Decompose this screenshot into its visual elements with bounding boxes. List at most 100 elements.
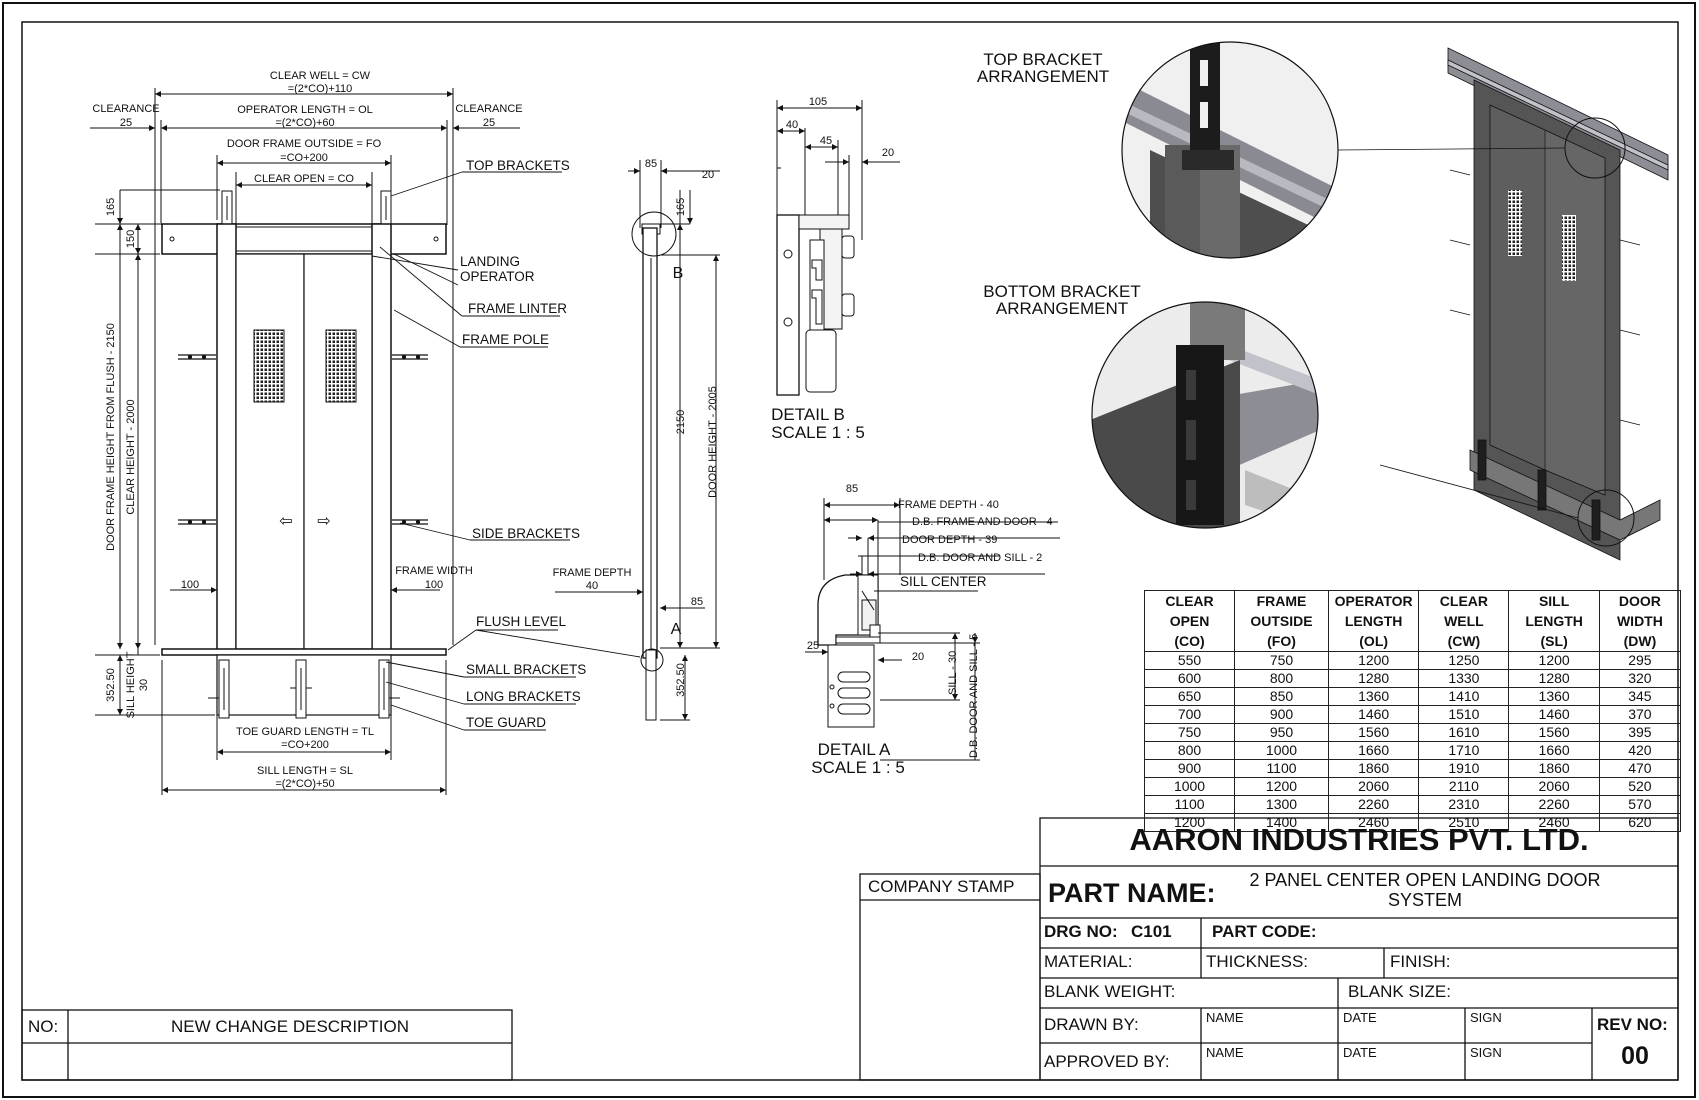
callout-long-brackets: LONG BRACKETS: [466, 689, 581, 704]
bottom-bracket-label-1: BOTTOM BRACKET: [983, 282, 1140, 301]
revision-no-label: NO:: [28, 1017, 59, 1036]
title-block-frame: [21, 817, 1679, 1081]
side-view: [555, 160, 720, 721]
bottom-bracket-detail-view: [1091, 301, 1319, 529]
callout-frame-pole: FRAME POLE: [462, 332, 549, 347]
detail-b: [776, 100, 900, 396]
iso-labels: TOP BRACKET ARRANGEMENT BOTTOM BRACKET A…: [977, 50, 1141, 318]
toe-guard-length-formula: =CO+200: [281, 739, 329, 751]
detail-b-dim-45: 45: [820, 135, 832, 147]
approved-sign-label: SIGN: [1470, 1045, 1502, 1060]
sill-length-formula: =(2*CO)+50: [275, 778, 334, 790]
top-bracket-detail-view: [1121, 41, 1339, 259]
detail-a-sill-center: SILL CENTER: [900, 574, 987, 589]
part-name-value-1: 2 PANEL CENTER OPEN LANDING DOOR: [1249, 870, 1601, 890]
callout-top-brackets: TOP BRACKETS: [466, 158, 570, 173]
door-frame-height-label: DOOR FRAME HEIGHT FROM FLUSH - 2150: [105, 323, 117, 551]
arrow-left-icon: ⇦: [279, 513, 292, 530]
detail-a-dim-25: 25: [807, 640, 819, 652]
side-dim-2150: 2150: [675, 410, 687, 434]
material-label: MATERIAL:: [1044, 952, 1133, 971]
detail-a: [805, 498, 1060, 761]
blank-weight-label: BLANK WEIGHT:: [1044, 982, 1176, 1001]
side-dim-85-bottom: 85: [691, 596, 703, 608]
detail-a-db-door-sill-5: D.B. DOOR AND SILL - 5: [968, 634, 980, 758]
drawn-sign-label: SIGN: [1470, 1010, 1502, 1025]
clear-height-label: CLEAR HEIGHT - 2000: [125, 399, 137, 514]
approved-by-label: APPROVED BY:: [1044, 1052, 1170, 1071]
side-door-height: DOOR HEIGHT - 2005: [707, 386, 719, 498]
side-frame-depth-value: 40: [586, 580, 598, 592]
frame-width-value: 100: [425, 579, 443, 591]
detail-a-db-door-sill: D.B. DOOR AND SILL - 2: [918, 552, 1042, 564]
part-name-label: PART NAME:: [1048, 878, 1216, 908]
side-dim-165: 165: [675, 198, 687, 216]
detail-a-title: DETAIL A: [818, 740, 891, 759]
frame-width-label: FRAME WIDTH: [395, 565, 473, 577]
table-header-co: CLEAR OPEN(CO): [1143, 590, 1236, 652]
detail-a-scale: SCALE 1 : 5: [811, 758, 905, 777]
detail-b-scale: SCALE 1 : 5: [771, 423, 865, 442]
drg-no-label: DRG NO:: [1044, 922, 1118, 941]
callout-labels: TOP BRACKETS LANDING OPERATOR FRAME LINT…: [460, 158, 586, 730]
section-label-a: A: [671, 621, 682, 638]
callout-flush-level: FLUSH LEVEL: [476, 614, 567, 629]
company-name: AARON INDUSTRIES PVT. LTD.: [1129, 822, 1589, 857]
clear-well-label: CLEAR WELL = CW: [270, 70, 371, 82]
rev-no-label: REV NO:: [1597, 1015, 1668, 1034]
table-header-cw: CLEAR WELL(CW): [1418, 590, 1510, 652]
detail-a-dimensions: 85 FRAME DEPTH - 40 D.B. FRAME AND DOOR …: [807, 483, 1053, 758]
dim-100-left: 100: [181, 579, 199, 591]
part-code-label: PART CODE:: [1212, 922, 1317, 941]
side-dim-85-top: 85: [645, 158, 657, 170]
detail-a-frame-depth: FRAME DEPTH - 40: [898, 499, 999, 511]
dim-352-front: 352.50: [105, 668, 117, 702]
detail-b-title: DETAIL B: [771, 405, 845, 424]
thickness-label: THICKNESS:: [1206, 952, 1309, 971]
callout-small-brackets: SMALL BRACKETS: [466, 662, 586, 677]
dim-165-front: 165: [105, 198, 117, 216]
approved-date-label: DATE: [1343, 1045, 1377, 1060]
rev-no-value: 00: [1621, 1042, 1649, 1070]
callout-leaders: [371, 171, 641, 731]
inner-border: [21, 21, 1679, 1081]
front-view-dimensions: CLEAR WELL = CW =(2*CO)+110 CLEARANCE 25…: [92, 70, 522, 790]
sill-height-value: 30: [138, 679, 150, 691]
detail-b-dim-20: 20: [882, 147, 894, 159]
callout-landing-operator-2: OPERATOR: [460, 269, 535, 284]
door-frame-outside-formula: =CO+200: [280, 152, 328, 164]
drawn-date-label: DATE: [1343, 1010, 1377, 1025]
clearance-right-value: 25: [483, 117, 495, 129]
detail-a-dim-85: 85: [846, 483, 858, 495]
sill-height-label: SILL HEIGHT: [125, 651, 137, 718]
side-dim-20-top: 20: [702, 169, 714, 181]
door-frame-outside-label: DOOR FRAME OUTSIDE = FO: [227, 138, 382, 150]
revision-description-label: NEW CHANGE DESCRIPTION: [170, 1017, 410, 1036]
table-header-sl: SILL LENGTH(SL): [1508, 590, 1600, 652]
blank-size-label: BLANK SIZE:: [1348, 982, 1451, 1001]
side-view-dimensions: 85 20 165 2150 DOOR HEIGHT - 2005 FRAME …: [553, 158, 719, 697]
detail-b-dimensions: 105 40 45 20: [786, 96, 894, 159]
clearance-left-label: CLEARANCE: [92, 103, 159, 115]
detail-a-sill-30: SILL - 30: [947, 651, 959, 695]
approved-name-label: NAME: [1206, 1045, 1244, 1060]
drawn-name-label: NAME: [1206, 1010, 1244, 1025]
detail-a-dim-20: 20: [912, 651, 924, 663]
drg-no-value: C101: [1131, 922, 1172, 941]
front-view: [90, 88, 520, 795]
clearance-right-label: CLEARANCE: [455, 103, 522, 115]
